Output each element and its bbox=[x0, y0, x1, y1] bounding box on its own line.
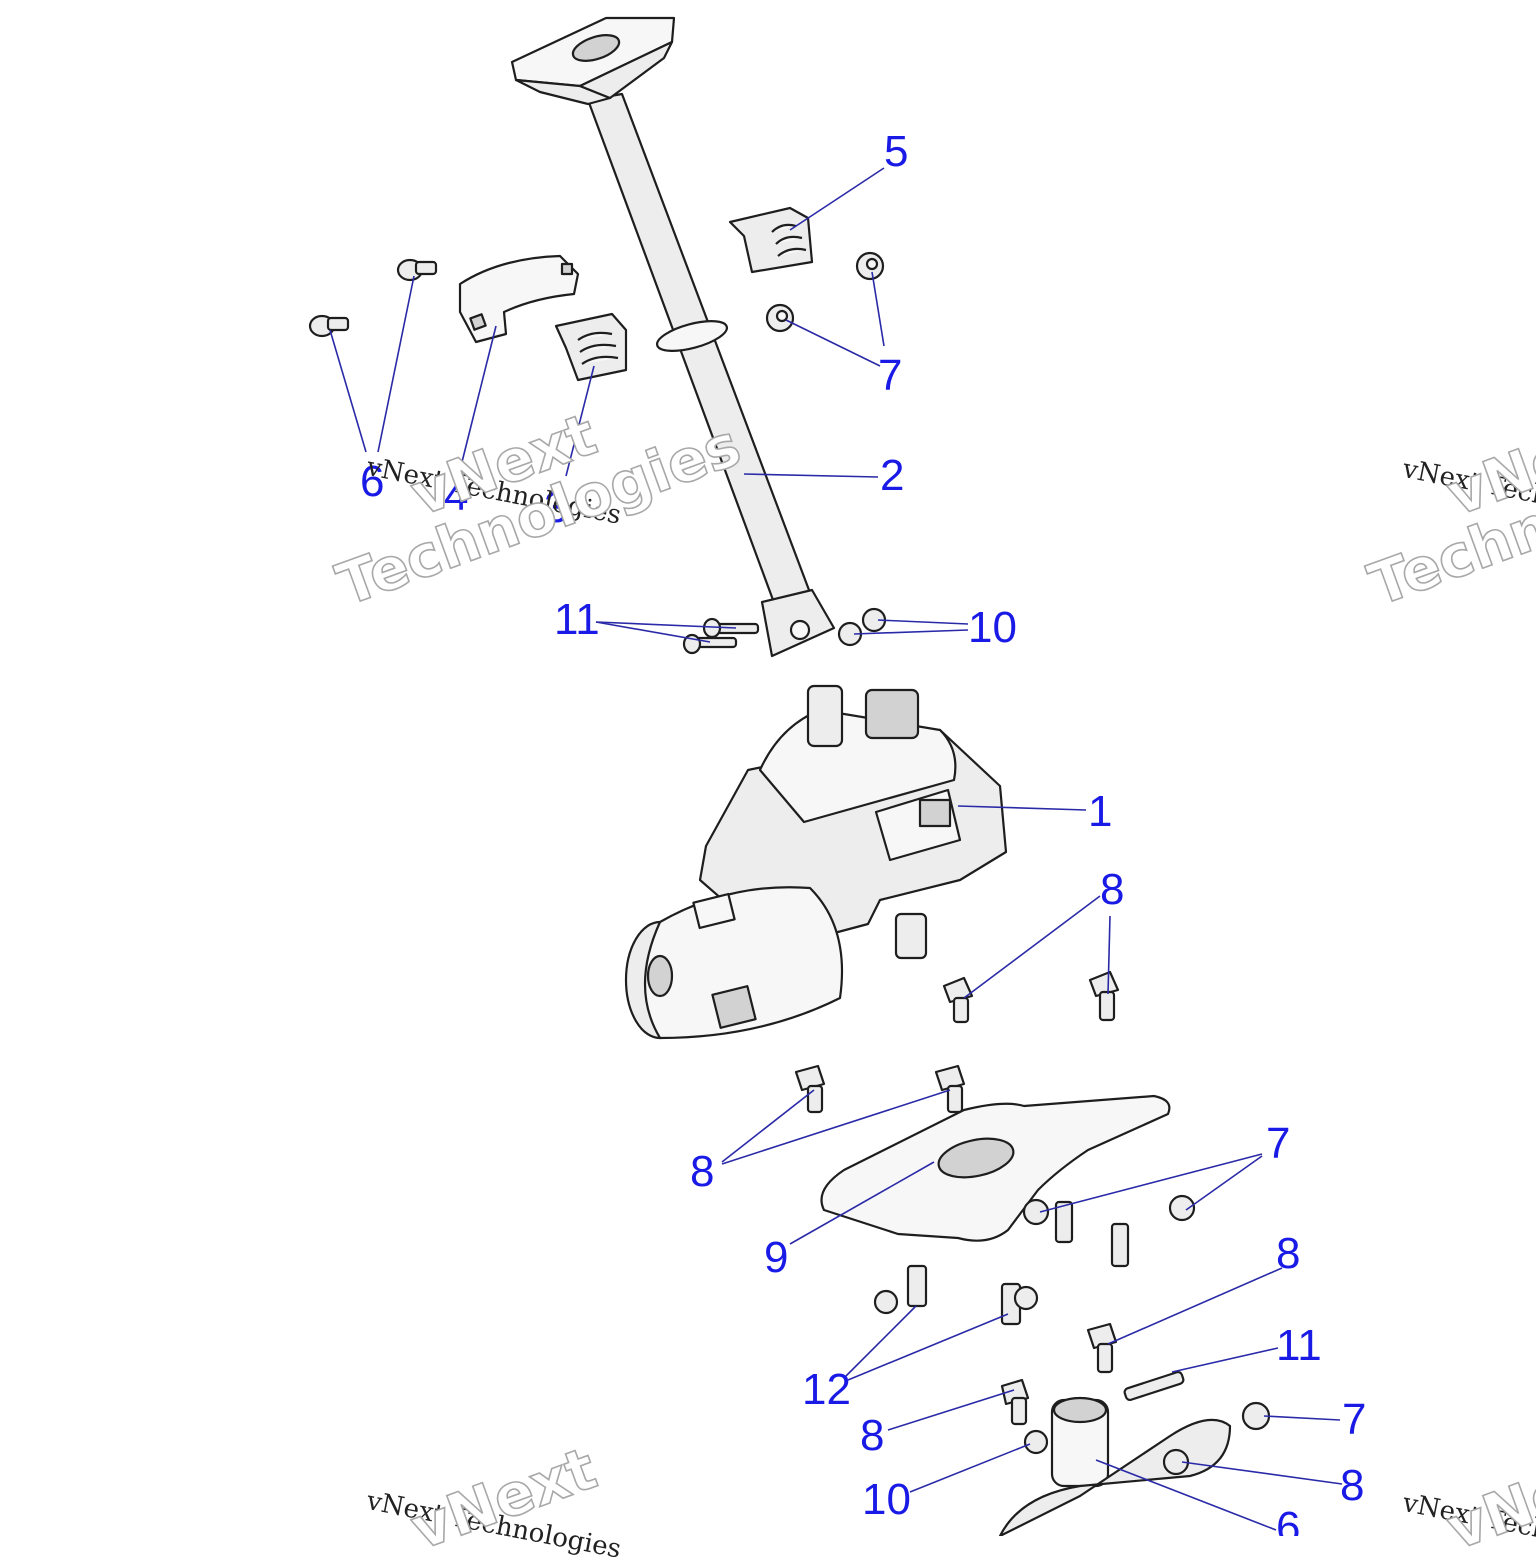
nut-upper-mid bbox=[765, 303, 795, 333]
bolt-11-lower bbox=[1123, 1370, 1185, 1402]
callout-10-upper: 10 bbox=[968, 603, 1017, 652]
nut-7-plate-left bbox=[1022, 1198, 1050, 1226]
callout-7-plate: 7 bbox=[1266, 1119, 1291, 1168]
clamp-strap bbox=[458, 254, 580, 344]
callout-6-lower: 6 bbox=[1276, 1506, 1301, 1536]
power-steering-unit bbox=[624, 684, 1008, 1040]
steering-column-tube bbox=[586, 92, 836, 658]
callout-2: 2 bbox=[880, 451, 905, 500]
callout-8-right: 8 bbox=[1276, 1229, 1301, 1278]
callout-5: 5 bbox=[884, 127, 909, 176]
callout-1: 1 bbox=[1088, 787, 1113, 836]
upper-mount-bracket bbox=[510, 16, 676, 106]
bolt-8-unit-left bbox=[942, 976, 974, 1024]
callout-8-lower-right: 8 bbox=[1340, 1461, 1365, 1510]
bolt-8-lower-right bbox=[1086, 1322, 1118, 1374]
nut-7-plate-right bbox=[1168, 1194, 1196, 1222]
bolt-8-plate-left bbox=[794, 1064, 826, 1114]
callout-8-unit: 8 bbox=[1100, 865, 1125, 914]
bolts-8-plate-lower bbox=[1054, 1200, 1130, 1268]
mounting-plate bbox=[820, 1094, 1171, 1242]
callout-7-upper: 7 bbox=[878, 351, 903, 400]
bolt-8-lower-left bbox=[1000, 1378, 1030, 1426]
studs-12 bbox=[873, 1264, 1039, 1326]
bolt-8-plate-right bbox=[934, 1064, 966, 1114]
bushing-lower bbox=[554, 312, 628, 382]
callout-4: 4 bbox=[444, 471, 469, 520]
nut-upper-right bbox=[855, 251, 885, 281]
callout-11-lower: 11 bbox=[1276, 1321, 1322, 1370]
callout-6: 6 bbox=[360, 457, 385, 506]
leader-lines bbox=[329, 167, 1343, 1531]
bolt-upper-right bbox=[396, 258, 438, 282]
callout-9: 9 bbox=[764, 1233, 789, 1282]
nut-10-lower bbox=[1023, 1429, 1049, 1455]
callout-12: 12 bbox=[802, 1365, 851, 1414]
callout-7-lower: 7 bbox=[1342, 1395, 1367, 1444]
callout-8-lower-left: 8 bbox=[860, 1411, 885, 1460]
column-end-nuts bbox=[837, 607, 887, 647]
bushing-upper bbox=[728, 206, 814, 274]
callout-3: 3 bbox=[544, 483, 569, 532]
callout-11-upper: 11 bbox=[554, 595, 600, 644]
bolt-8-unit-right bbox=[1088, 970, 1120, 1022]
lower-coupler-and-bracket bbox=[998, 1396, 1232, 1536]
bolt-upper-left bbox=[308, 314, 350, 338]
callout-8-plate-left: 8 bbox=[690, 1147, 715, 1196]
callout-10-lower: 10 bbox=[862, 1475, 911, 1524]
column-end-bolts bbox=[682, 617, 760, 655]
